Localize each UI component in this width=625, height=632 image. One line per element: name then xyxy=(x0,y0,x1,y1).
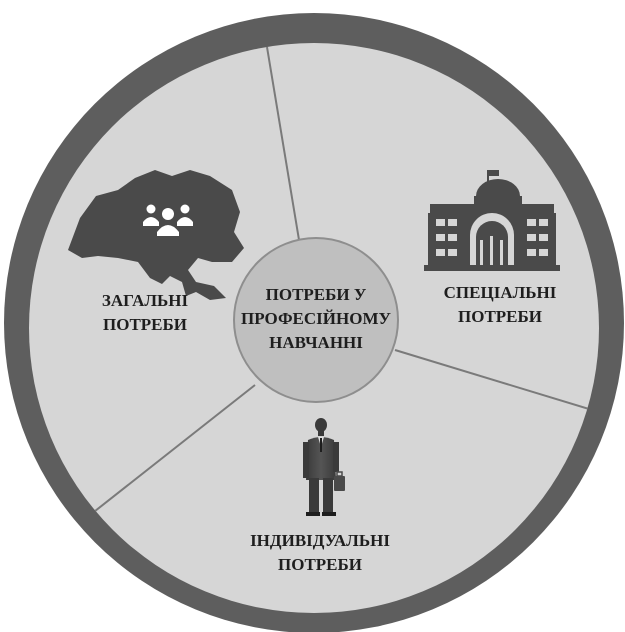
government-building-icon xyxy=(424,170,560,271)
center-title-line-1: ПОТРЕБИ У xyxy=(266,285,367,304)
center-title-line-3: НАВЧАННІ xyxy=(269,333,363,352)
ukraine-map-icon xyxy=(68,170,244,300)
people-group-icon xyxy=(143,204,193,236)
center-circle xyxy=(233,237,399,403)
center-title-line-2: ПРОФЕСІЙНОМУ xyxy=(241,309,391,328)
center-title: ПОТРЕБИ У ПРОФЕСІЙНОМУ НАВЧАННІ xyxy=(241,285,391,352)
general-needs-line-1: ЗАГАЛЬНІ xyxy=(102,291,189,310)
divider-left xyxy=(89,384,256,516)
special-needs-label: СПЕЦІАЛЬНІ ПОТРЕБИ xyxy=(444,283,557,326)
individual-needs-label: ІНДИВІДУАЛЬНІ ПОТРЕБИ xyxy=(250,531,390,574)
divider-top xyxy=(264,43,303,259)
individual-needs-line-2: ПОТРЕБИ xyxy=(278,555,362,574)
businessman-icon xyxy=(303,418,345,516)
special-needs-line-2: ПОТРЕБИ xyxy=(458,307,542,326)
general-needs-line-2: ПОТРЕБИ xyxy=(103,315,187,334)
individual-needs-line-1: ІНДИВІДУАЛЬНІ xyxy=(250,531,390,550)
special-needs-line-1: СПЕЦІАЛЬНІ xyxy=(444,283,557,302)
divider-right xyxy=(394,349,599,421)
general-needs-label: ЗАГАЛЬНІ ПОТРЕБИ xyxy=(102,291,189,334)
